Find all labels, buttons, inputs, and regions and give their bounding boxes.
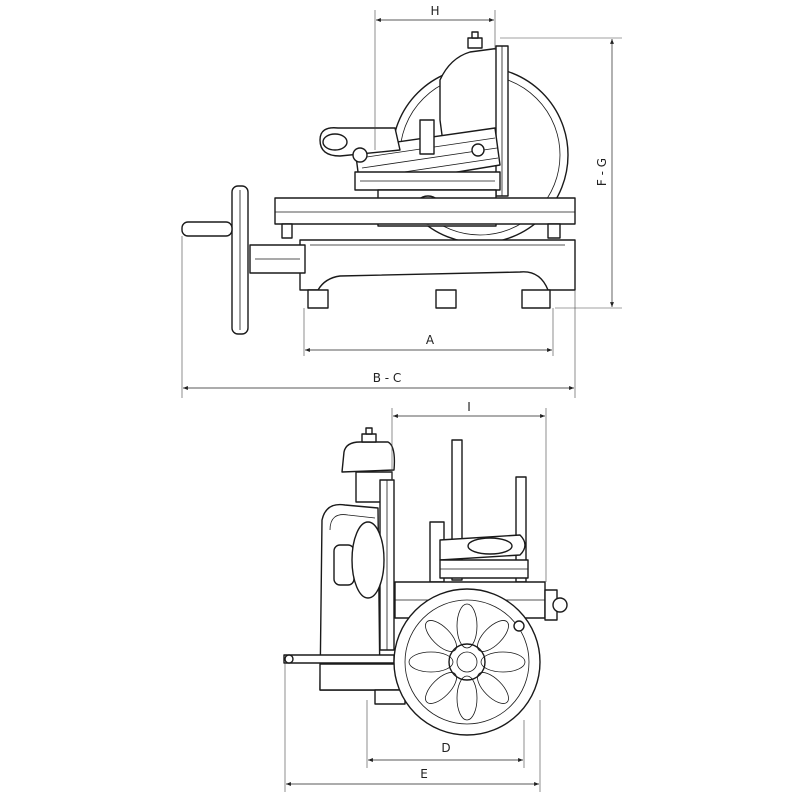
crank-handle bbox=[181, 221, 233, 237]
dimension-BC: B - C bbox=[181, 236, 576, 398]
side-view bbox=[181, 31, 576, 335]
foot bbox=[435, 289, 457, 309]
dimension-label-E: E bbox=[420, 767, 428, 781]
front-view bbox=[283, 427, 568, 736]
dimension-label-D: D bbox=[441, 741, 450, 755]
dimension-H: H bbox=[374, 4, 496, 150]
dimension-label-BC: B - C bbox=[373, 371, 402, 385]
dimension-D: D bbox=[366, 700, 525, 768]
post-tall bbox=[451, 439, 463, 581]
dimension-FG: F - G bbox=[500, 37, 622, 309]
head-guard bbox=[341, 441, 396, 473]
foot bbox=[521, 289, 551, 309]
base-body bbox=[299, 239, 576, 291]
side-rod bbox=[283, 654, 395, 664]
dimension-I: I bbox=[391, 400, 547, 582]
dimension-label-I: I bbox=[467, 400, 471, 414]
dimension-label-A: A bbox=[426, 333, 435, 347]
dimension-label-FG: F - G bbox=[595, 158, 609, 186]
foot bbox=[307, 289, 329, 309]
dimension-E: E bbox=[284, 663, 541, 792]
base-rail bbox=[274, 197, 576, 225]
dimension-label-H: H bbox=[430, 4, 439, 18]
dimension-A: A bbox=[303, 308, 554, 356]
flywheel-petals bbox=[408, 603, 526, 721]
